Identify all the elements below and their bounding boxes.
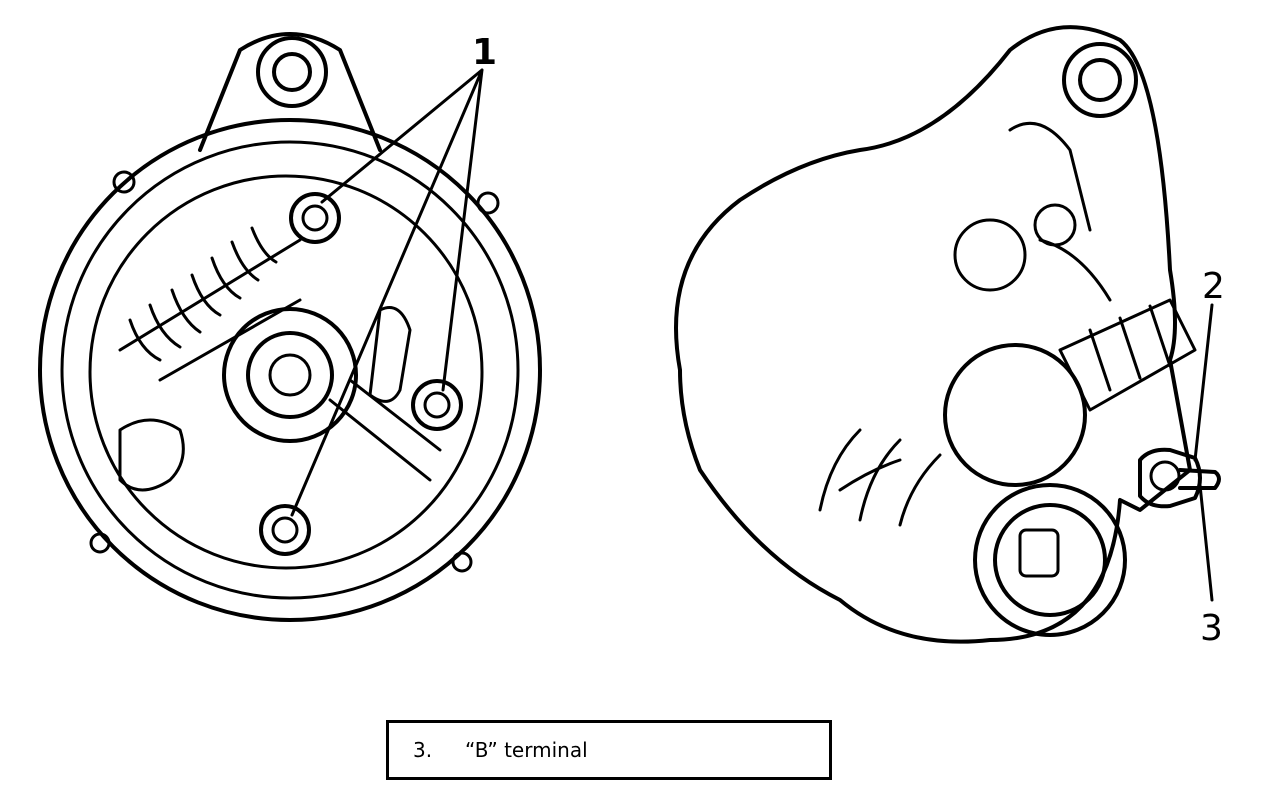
shaft-end	[268, 353, 312, 397]
rear-end-frame-view	[38, 32, 542, 622]
pulley-boss	[973, 483, 1127, 637]
legend-box: 3. “B” terminal	[386, 720, 832, 780]
legend-number: 3.	[413, 738, 433, 762]
callout-3: 3	[1200, 608, 1223, 649]
housing-lug	[89, 532, 111, 554]
leader-line-3	[1198, 483, 1214, 602]
alternator-diagram: 1 2 3	[38, 25, 1225, 649]
housing-lug	[112, 170, 136, 194]
housing-lug	[476, 191, 500, 215]
pulley-boss-inner	[993, 503, 1107, 617]
housing-side-view	[674, 25, 1221, 644]
callout-1: 1	[472, 32, 497, 73]
leader-line-2	[1193, 303, 1214, 462]
b-terminal-stud	[1178, 468, 1221, 490]
side-mounting-boss	[1062, 42, 1138, 118]
side-flange	[1008, 121, 1112, 302]
mounting-ear	[198, 32, 382, 152]
bolt-lower	[259, 504, 311, 556]
side-housing-outline	[674, 25, 1192, 644]
housing-inner-rim	[60, 140, 520, 600]
terminal-nut	[1138, 447, 1202, 509]
rectifier-plate	[88, 174, 484, 570]
side-boss-small	[1033, 203, 1077, 247]
rectifier-fins	[128, 226, 278, 362]
terminal-strap	[1058, 298, 1197, 412]
terminal-washer	[1149, 460, 1181, 492]
side-ribs	[818, 428, 942, 527]
bolt-upper	[289, 192, 341, 244]
shaft-boss	[222, 307, 358, 443]
shaft-boss-inner	[246, 331, 334, 419]
housing-outer-rim	[38, 118, 542, 622]
side-center-boss	[943, 343, 1087, 487]
housing-lug	[451, 551, 473, 573]
lower-bracket	[118, 418, 185, 492]
mounting-ear-hole	[256, 36, 328, 108]
b-terminal-assembly	[1138, 447, 1221, 509]
regulator-strap	[328, 378, 442, 482]
pulley-key	[1018, 528, 1060, 578]
leader-line-1	[290, 68, 484, 517]
bolt-right	[411, 379, 463, 431]
rectifier-base	[118, 238, 302, 382]
callout-2: 2	[1202, 266, 1225, 307]
mounting-ear-hole-inner	[272, 52, 312, 92]
side-mounting-boss-inner	[1078, 58, 1122, 102]
side-boss	[953, 218, 1027, 292]
legend-text: “B” terminal	[465, 738, 588, 762]
terminal-bracket	[368, 306, 412, 403]
